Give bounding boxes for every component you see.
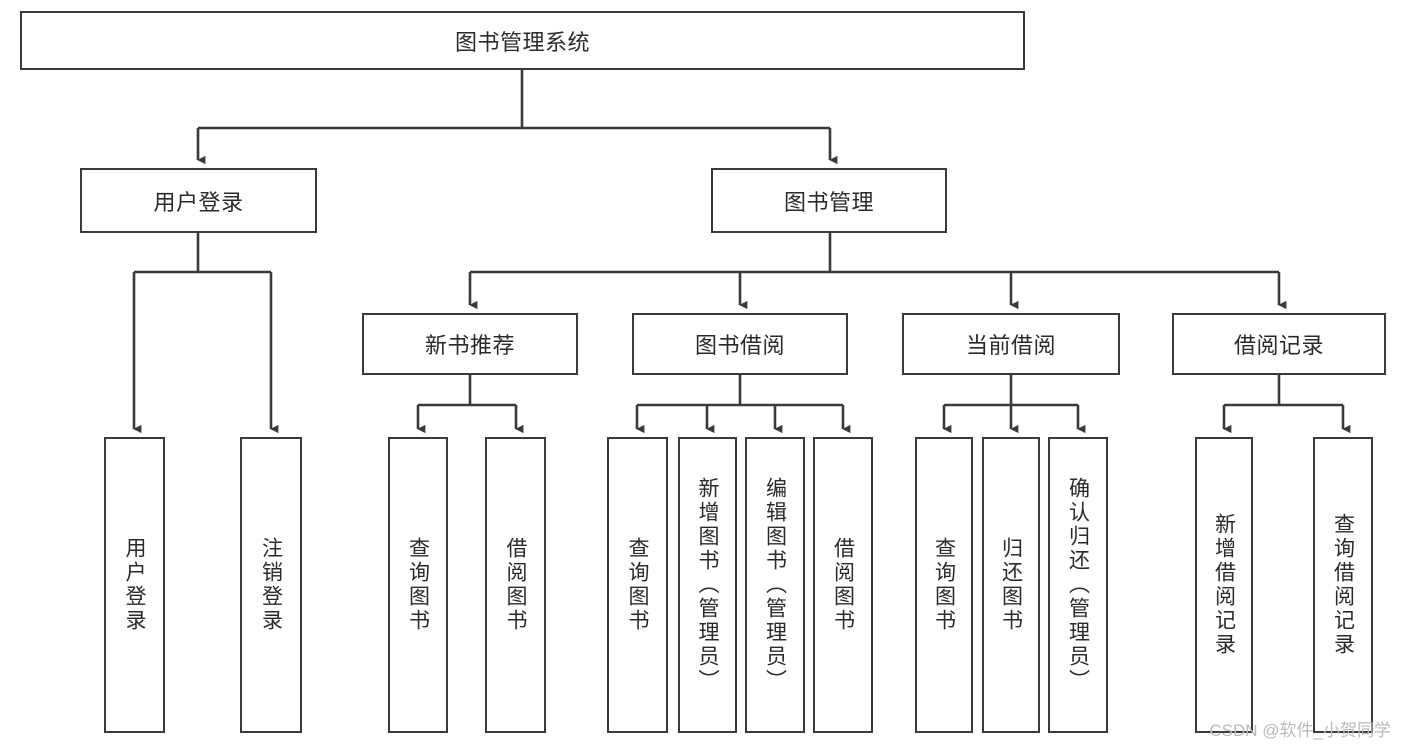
watermark-text: CSDN @软件_小贺同学 [1209, 721, 1391, 740]
node-label: 查询图书 [626, 537, 649, 633]
node-label: 当前借阅 [965, 333, 1056, 358]
node-label: 借阅图书 [831, 537, 855, 633]
node-label: 查询借阅记录 [1331, 513, 1355, 657]
node-label: 查询图书 [932, 537, 956, 633]
node-label: 借阅记录 [1233, 333, 1324, 358]
node-label: 借阅图书 [504, 537, 527, 633]
node-label: 新增借阅记录 [1212, 513, 1236, 657]
node-label: 图书管理 [783, 189, 874, 215]
node-book-management[interactable]: 图书管理 [711, 168, 947, 233]
node-label: 用户登录 [153, 189, 244, 215]
node-borrow-record[interactable]: 借阅记录 [1172, 313, 1386, 375]
leaf-return-book[interactable]: 归还图书 [982, 437, 1040, 733]
node-label: 确认归还（管理员） [1066, 477, 1090, 693]
node-label: 图书管理系统 [454, 29, 590, 55]
leaf-query-book-borrow[interactable]: 查询图书 [607, 437, 668, 733]
leaf-query-book-current[interactable]: 查询图书 [915, 437, 973, 733]
leaf-query-borrow-record[interactable]: 查询借阅记录 [1313, 437, 1373, 733]
node-label: 查询图书 [406, 537, 430, 633]
leaf-add-borrow-record[interactable]: 新增借阅记录 [1195, 437, 1253, 733]
node-current-borrow[interactable]: 当前借阅 [902, 313, 1120, 375]
leaf-add-book-admin[interactable]: 新增图书（管理员） [678, 437, 737, 733]
leaf-confirm-return-admin[interactable]: 确认归还（管理员） [1048, 437, 1108, 733]
leaf-user-login[interactable]: 用户登录 [104, 437, 165, 733]
leaf-edit-book-admin[interactable]: 编辑图书（管理员） [745, 437, 805, 733]
node-root-system[interactable]: 图书管理系统 [20, 11, 1025, 70]
node-label: 注销登录 [259, 537, 283, 633]
leaf-borrow-book[interactable]: 借阅图书 [813, 437, 873, 733]
node-label: 图书借阅 [694, 333, 785, 358]
node-user-login[interactable]: 用户登录 [80, 168, 317, 233]
node-label: 用户登录 [123, 537, 146, 633]
node-label: 归还图书 [999, 537, 1023, 633]
node-label: 新书推荐 [424, 333, 515, 358]
leaf-query-book-recommend[interactable]: 查询图书 [388, 437, 448, 733]
leaf-logout-login[interactable]: 注销登录 [240, 437, 302, 733]
node-label: 编辑图书（管理员） [763, 477, 787, 693]
leaf-borrow-book-recommend[interactable]: 借阅图书 [485, 437, 546, 733]
node-new-book-recommend[interactable]: 新书推荐 [362, 313, 578, 375]
node-book-borrow[interactable]: 图书借阅 [632, 313, 848, 375]
node-label: 新增图书（管理员） [696, 477, 719, 693]
